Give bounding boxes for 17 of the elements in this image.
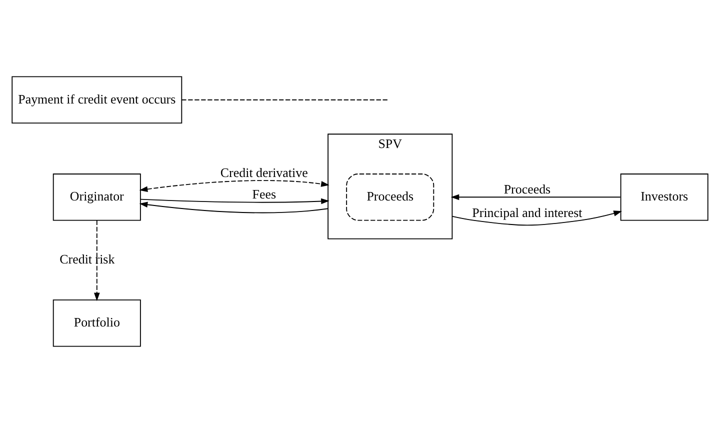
node-box: Payment if credit event occurs <box>12 76 182 123</box>
edge-label: Proceeds <box>504 181 551 196</box>
edge-label: Credit derivative <box>220 164 308 180</box>
edge-label: Fees <box>252 186 276 201</box>
node-box: Proceeds <box>346 173 434 220</box>
node-box: Originator <box>52 173 141 220</box>
edge-label: Credit risk <box>60 251 115 266</box>
arrow <box>94 219 100 301</box>
arrow <box>140 198 330 204</box>
arrow <box>139 180 330 192</box>
connector <box>181 98 390 100</box>
arrow <box>139 201 328 213</box>
arrow <box>452 210 622 226</box>
edge-label: Principal and interest <box>472 204 582 220</box>
node-box: Investors <box>620 173 708 220</box>
arrow <box>450 194 621 200</box>
node-box: Portfolio <box>52 299 141 346</box>
